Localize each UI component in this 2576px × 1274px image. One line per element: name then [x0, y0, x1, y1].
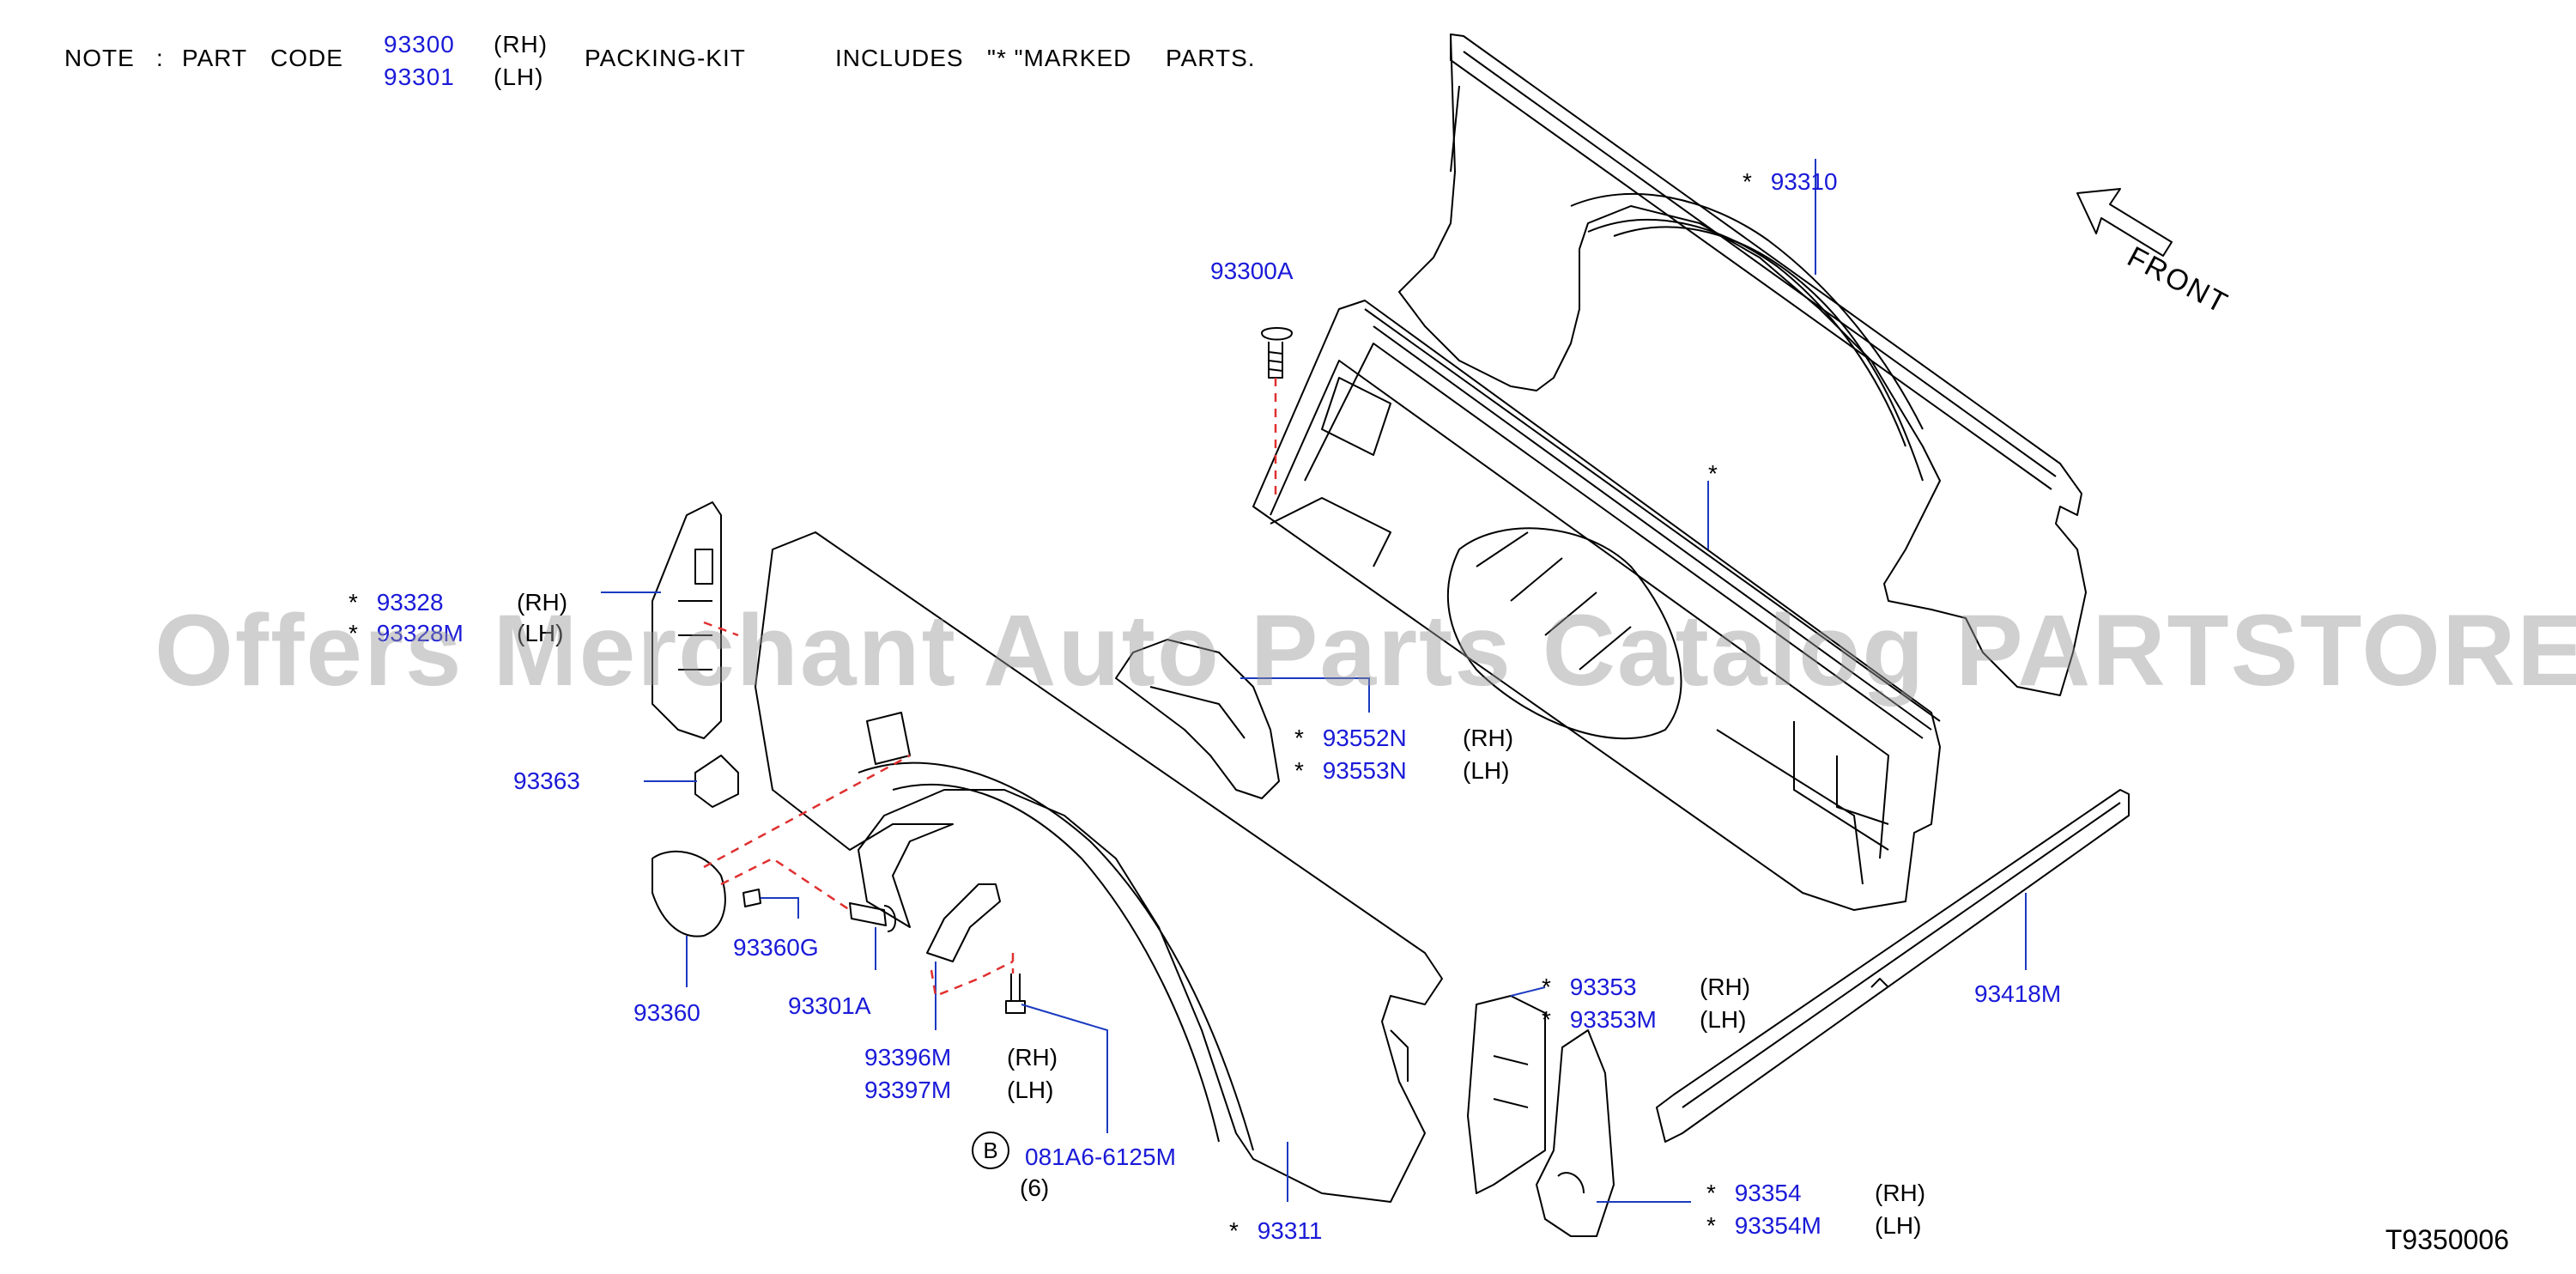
part-link-93552n[interactable]: 93552N: [1322, 725, 1407, 751]
callout-93397m: 93397M (LH): [864, 1077, 1053, 1103]
kit-star: *: [1743, 168, 1752, 195]
note-side-lh: (LH): [494, 64, 544, 90]
note-code-lh-link[interactable]: 93301: [384, 64, 455, 90]
part-link-93553n[interactable]: 93553N: [1322, 757, 1407, 784]
part-link-93328m[interactable]: 93328M: [376, 620, 464, 646]
callout-93418m: 93418M: [1974, 982, 2061, 1006]
part-link-93360[interactable]: 93360: [633, 999, 700, 1026]
bracket-93328-shape: [652, 501, 722, 739]
front-panel-shape: [1398, 33, 2087, 696]
note-marked: "* "MARKED: [987, 45, 1132, 71]
note-prefix: NOTE: [64, 45, 135, 71]
part-link-93354m[interactable]: 93354M: [1734, 1212, 1821, 1239]
bracket-93396m-shape: [926, 883, 1001, 962]
kit-star: *: [1542, 1006, 1551, 1033]
part-link-93300a[interactable]: 93300A: [1210, 258, 1294, 284]
kit-star: *: [1542, 974, 1551, 1000]
front-arrow-icon: [2076, 188, 2173, 257]
side-label: (RH): [1463, 725, 1514, 751]
part-link-93353[interactable]: 93353: [1569, 974, 1637, 1000]
kit-star: *: [1294, 757, 1304, 784]
kit-star: *: [1706, 1180, 1716, 1206]
bolt-93360g-shape: [742, 889, 761, 907]
side-label: (RH): [517, 589, 568, 616]
bolt-081a6-shape: [1005, 1000, 1026, 1014]
bracket-93354-shape: [1536, 1029, 1615, 1237]
part-link-93311[interactable]: 93311: [1257, 1217, 1323, 1244]
kit-star: *: [349, 589, 358, 616]
callout-bed-star: *: [1708, 462, 1718, 486]
side-label: (RH): [1007, 1044, 1058, 1071]
callout-93360: 93360: [633, 1001, 700, 1025]
clip-93363-shape: [694, 755, 739, 808]
part-link-93301a[interactable]: 93301A: [788, 992, 871, 1019]
callout-93328m: * 93328M (LH): [349, 620, 563, 646]
callout-93353: * 93353 (RH): [1542, 974, 1750, 1000]
part-link-93310[interactable]: 93310: [1770, 168, 1838, 195]
note-code-rh-link[interactable]: 93300: [384, 31, 455, 58]
part-link-93363[interactable]: 93363: [513, 767, 580, 794]
callout-93354: * 93354 (RH): [1706, 1180, 1925, 1206]
side-label: (LH): [1463, 757, 1510, 784]
side-label: (LH): [1700, 1006, 1747, 1033]
quantity-label: (6): [1020, 1174, 1050, 1201]
kit-star: *: [349, 620, 358, 646]
note-side-rh: (RH): [494, 31, 549, 58]
side-label: (LH): [517, 620, 564, 646]
kit-star: *: [1229, 1217, 1239, 1244]
part-link-93328[interactable]: 93328: [376, 589, 444, 616]
part-link-93418m[interactable]: 93418M: [1974, 980, 2062, 1007]
note-packing: PACKING-KIT: [585, 45, 746, 71]
side-label: (LH): [1875, 1212, 1922, 1239]
callout-93354m: * 93354M (LH): [1706, 1212, 1921, 1239]
bolt-93300a-shape: [1261, 327, 1293, 341]
callout-93552n: * 93552N (RH): [1294, 725, 1513, 751]
callout-93310: * 93310: [1743, 170, 1838, 194]
callout-93301a: 93301A: [788, 994, 871, 1018]
cap-93360-shape: [652, 850, 726, 937]
part-link-081a6[interactable]: 081A6-6125M: [1025, 1144, 1176, 1170]
note-colon: :: [156, 45, 164, 71]
callout-93363: 93363: [513, 769, 580, 793]
bed-floor-shape: [1252, 300, 1941, 911]
diagram-id: T9350006: [2385, 1224, 2509, 1255]
callout-93396m: 93396M (RH): [864, 1044, 1058, 1071]
note-includes: INCLUDES: [835, 45, 964, 71]
callout-93328: * 93328 (RH): [349, 589, 567, 616]
bolt-93301a-shape: [849, 902, 887, 926]
note-part: PART: [182, 45, 248, 71]
rail-93418m-shape: [1656, 789, 2130, 1143]
rear-fender-shape: [755, 531, 1443, 1203]
callout-93360g: 93360G: [733, 936, 819, 960]
part-link-93396m[interactable]: 93396M: [864, 1044, 952, 1071]
callout-93311: * 93311: [1229, 1219, 1322, 1243]
side-label: (LH): [1007, 1077, 1054, 1103]
part-link-93397m[interactable]: 93397M: [864, 1077, 952, 1103]
bracket-93353-shape: [1467, 995, 1546, 1194]
part-link-93354[interactable]: 93354: [1734, 1180, 1802, 1206]
callout-081a6-qty: (6): [1020, 1176, 1049, 1200]
callout-93353m: * 93353M (LH): [1542, 1006, 1746, 1033]
bolt-symbol-b: B: [972, 1131, 1009, 1169]
part-link-93353m[interactable]: 93353M: [1569, 1006, 1657, 1033]
part-link-93360g[interactable]: 93360G: [733, 934, 819, 961]
side-label: (RH): [1700, 974, 1751, 1000]
watermark-text: Offers Merchant Auto Parts Catalog PARTS…: [155, 594, 2576, 707]
callout-93553n: * 93553N (LH): [1294, 757, 1509, 784]
side-label: (RH): [1875, 1180, 1926, 1206]
kit-star: *: [1706, 1212, 1716, 1239]
liner-93552n-shape: [1115, 639, 1280, 799]
kit-star: *: [1294, 725, 1304, 751]
callout-081a6: 081A6-6125M: [1025, 1145, 1176, 1169]
callout-93300a: 93300A: [1210, 259, 1294, 283]
kit-star: *: [1708, 460, 1718, 487]
note-parts: PARTS.: [1166, 45, 1256, 71]
note-code-word: CODE: [270, 45, 343, 71]
